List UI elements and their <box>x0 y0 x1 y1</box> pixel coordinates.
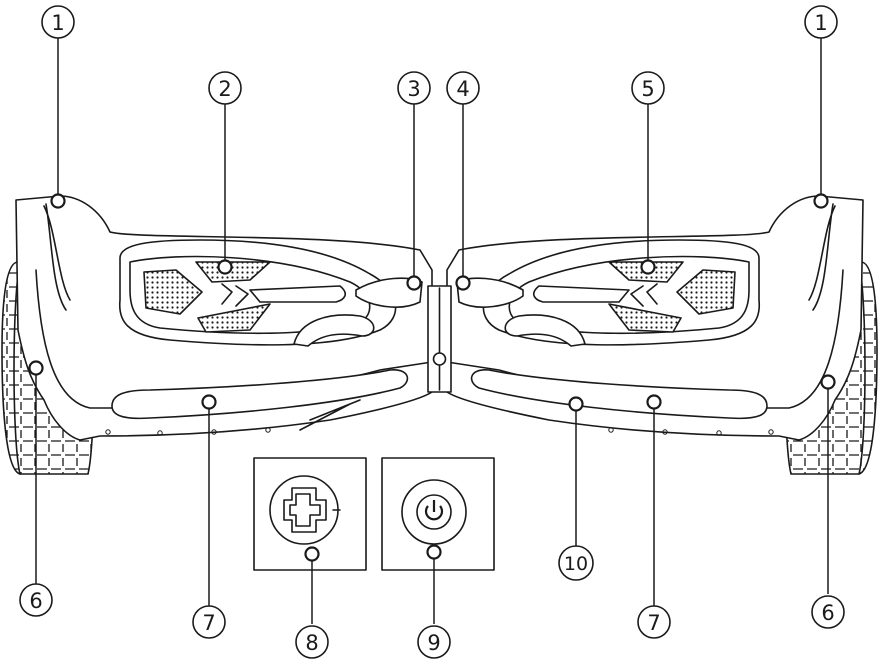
callout-1-right: 1 <box>804 5 838 39</box>
center-hinge <box>427 285 452 393</box>
callout-6-left: 6 <box>19 583 53 617</box>
callout-7-left: 7 <box>192 605 226 639</box>
callout-dot-6-left <box>28 360 44 376</box>
callout-label: 6 <box>29 589 42 613</box>
charging-port-inset <box>253 457 367 571</box>
callout-label: 4 <box>456 77 469 101</box>
callout-9: 9 <box>417 625 451 659</box>
callout-label: 1 <box>814 11 827 35</box>
power-icon <box>424 500 444 521</box>
callout-dot-3 <box>406 275 422 291</box>
callout-8: 8 <box>295 625 329 659</box>
callout-dot-1-left <box>50 193 66 209</box>
callout-dot-9 <box>426 544 442 560</box>
callout-label: 9 <box>427 631 440 655</box>
callout-2: 2 <box>208 71 242 105</box>
callout-label: 7 <box>202 611 215 635</box>
callout-dot-7-right <box>646 394 662 410</box>
callout-dot-2 <box>217 259 233 275</box>
charging-port-icon <box>283 487 341 533</box>
power-button-inset <box>381 457 495 571</box>
callout-label: 7 <box>647 611 660 635</box>
callout-4: 4 <box>446 71 480 105</box>
callout-label: 10 <box>564 553 588 575</box>
callout-label: 5 <box>641 77 654 101</box>
callout-dot-5 <box>640 259 656 275</box>
right-body <box>446 195 864 441</box>
callout-label: 1 <box>51 11 64 35</box>
callout-1-left: 1 <box>41 5 75 39</box>
callout-dot-10 <box>568 396 584 412</box>
callout-6-right: 6 <box>811 595 845 629</box>
callout-dot-1-right <box>813 193 829 209</box>
callout-label: 3 <box>407 77 420 101</box>
left-body <box>15 195 433 441</box>
callout-5: 5 <box>631 71 665 105</box>
callout-dot-8 <box>304 546 320 562</box>
callout-label: 8 <box>305 631 318 655</box>
callout-dot-7-left <box>201 394 217 410</box>
callout-7-right: 7 <box>637 605 671 639</box>
callout-dot-4 <box>455 275 471 291</box>
callout-label: 2 <box>218 77 231 101</box>
callout-3: 3 <box>397 71 431 105</box>
leader-lines <box>35 38 829 624</box>
callout-label: 6 <box>821 601 834 625</box>
callout-dots <box>28 193 836 562</box>
callout-10: 10 <box>558 545 594 581</box>
callout-dot-6-right <box>820 374 836 390</box>
